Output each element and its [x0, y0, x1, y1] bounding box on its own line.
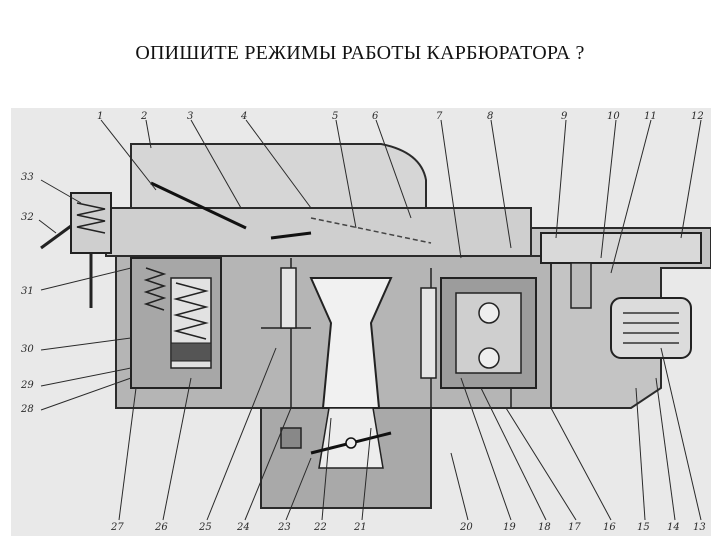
label-top-2: 2 [140, 111, 147, 122]
label-top-5: 5 [332, 111, 338, 122]
slide-title: ОПИШИТЕ РЕЖИМЫ РАБОТЫ КАРБЮРАТОРА ? [135, 42, 585, 64]
label-bottom-26: 26 [154, 522, 168, 533]
label-bottom-15: 15 [637, 522, 650, 533]
label-bottom-16: 16 [603, 522, 616, 533]
accelerator-pump [130, 257, 222, 389]
label-left-31: 31 [21, 286, 34, 297]
choke-valve [150, 181, 432, 244]
label-bottom-18: 18 [538, 522, 551, 533]
label-bottom-13: 13 [693, 522, 706, 533]
float [610, 297, 692, 359]
label-top-11: 11 [644, 111, 657, 122]
label-bottom-20: 20 [459, 522, 473, 533]
label-bottom-21: 21 [353, 522, 367, 533]
label-bottom-22: 22 [313, 522, 327, 533]
label-top-1: 1 [97, 111, 103, 122]
label-left-29: 29 [20, 380, 34, 391]
economizer-valve [40, 192, 112, 308]
label-bottom-23: 23 [277, 522, 291, 533]
label-left-33: 33 [21, 172, 34, 183]
carburetor-diagram: 1 2 3 4 5 6 7 8 9 10 11 12 33 32 31 30 2… [11, 108, 711, 536]
throttle-valve [280, 427, 392, 455]
label-top-4: 4 [240, 111, 247, 122]
label-left-28: 28 [20, 404, 34, 415]
label-bottom-27: 27 [110, 522, 124, 533]
label-left-30: 30 [21, 344, 34, 355]
label-top-12: 12 [691, 111, 704, 122]
label-bottom-14: 14 [667, 522, 680, 533]
label-top-3: 3 [187, 111, 193, 122]
fuel-channels [261, 258, 512, 408]
leader-lines [38, 119, 702, 521]
label-bottom-17: 17 [568, 522, 581, 533]
label-top-10: 10 [607, 111, 620, 122]
label-top-6: 6 [372, 111, 379, 122]
callout-labels: 1 2 3 4 5 6 7 8 9 10 11 12 33 32 31 30 2… [20, 111, 706, 533]
label-left-32: 32 [21, 212, 34, 223]
label-top-9: 9 [561, 111, 568, 122]
label-bottom-25: 25 [198, 522, 212, 533]
fuel-inlet [540, 232, 702, 309]
label-top-8: 8 [487, 111, 493, 122]
label-bottom-24: 24 [236, 522, 250, 533]
label-top-7: 7 [436, 111, 443, 122]
label-bottom-19: 19 [503, 522, 516, 533]
float-chamber [440, 277, 537, 389]
